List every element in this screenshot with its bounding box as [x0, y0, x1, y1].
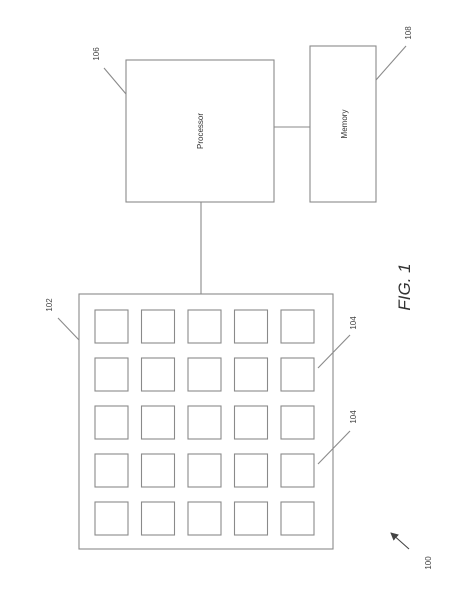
grid-element [233, 453, 269, 488]
array-ref: 102 [45, 298, 54, 312]
element-ref-lower-leader [317, 430, 351, 465]
grid-element [233, 357, 269, 392]
element-ref-upper-leader [317, 334, 351, 369]
element-ref-lower: 104 [349, 410, 358, 424]
grid-element [94, 501, 129, 536]
processor-ref: 106 [92, 47, 101, 61]
grid-element [94, 405, 129, 440]
memory-ref: 108 [404, 26, 413, 40]
grid-element [187, 501, 222, 536]
grid-element [280, 309, 315, 344]
grid-element [94, 357, 129, 392]
memory-box [309, 45, 377, 203]
element-ref-upper: 104 [349, 316, 358, 330]
grid-element [187, 405, 222, 440]
memory-label: Memory [340, 110, 349, 139]
processor-label: Processor [196, 113, 205, 149]
grid-element [187, 453, 222, 488]
grid-element [94, 309, 129, 344]
grid-element [280, 453, 315, 488]
grid-element [140, 405, 176, 440]
grid-element [280, 405, 315, 440]
array-ref-leader [57, 317, 80, 341]
processor-ref-leader [103, 67, 127, 95]
grid-element [187, 309, 222, 344]
grid-element [233, 309, 269, 344]
grid-element [233, 405, 269, 440]
grid-element [94, 453, 129, 488]
element-grid [94, 309, 315, 536]
system-ref: 100 [424, 556, 433, 570]
grid-element [140, 501, 176, 536]
grid-element [140, 357, 176, 392]
grid-element [140, 309, 176, 344]
grid-element [140, 453, 176, 488]
memory-ref-leader [375, 45, 407, 81]
grid-element [280, 357, 315, 392]
grid-element [280, 501, 315, 536]
processor-box [125, 59, 275, 203]
grid-element [233, 501, 269, 536]
figure-caption: FIG. 1 [395, 263, 414, 310]
system-ref-arrow [390, 532, 410, 550]
grid-element [187, 357, 222, 392]
